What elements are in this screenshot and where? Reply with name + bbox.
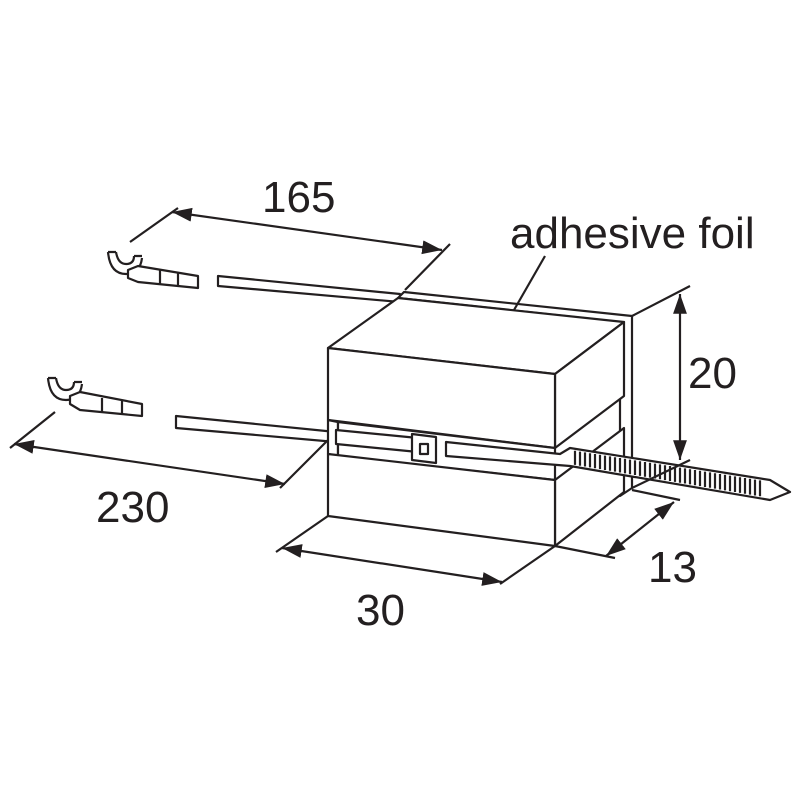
spade-terminal-icon (46, 376, 84, 402)
dim-13-label: 13 (648, 543, 697, 592)
upper-wire (106, 250, 402, 304)
dimension-30: 30 (275, 515, 556, 635)
cable-tie (334, 428, 792, 502)
adhesive-foil-label: adhesive foil (510, 209, 755, 258)
dimension-20: 20 (631, 285, 737, 489)
dimension-165: 165 (129, 173, 451, 291)
sensor-box (326, 290, 634, 548)
foil-leader-line (513, 255, 546, 311)
spade-terminal-icon (106, 250, 144, 276)
cable-tie-head (410, 432, 438, 465)
dimension-13: 13 (554, 488, 697, 592)
dim-20-label: 20 (688, 349, 737, 398)
lower-wire (46, 376, 338, 444)
dim-230-label: 230 (96, 483, 169, 532)
dim-30-label: 30 (356, 586, 405, 635)
dimension-230: 230 (9, 411, 329, 532)
dim-165-label: 165 (262, 173, 335, 222)
